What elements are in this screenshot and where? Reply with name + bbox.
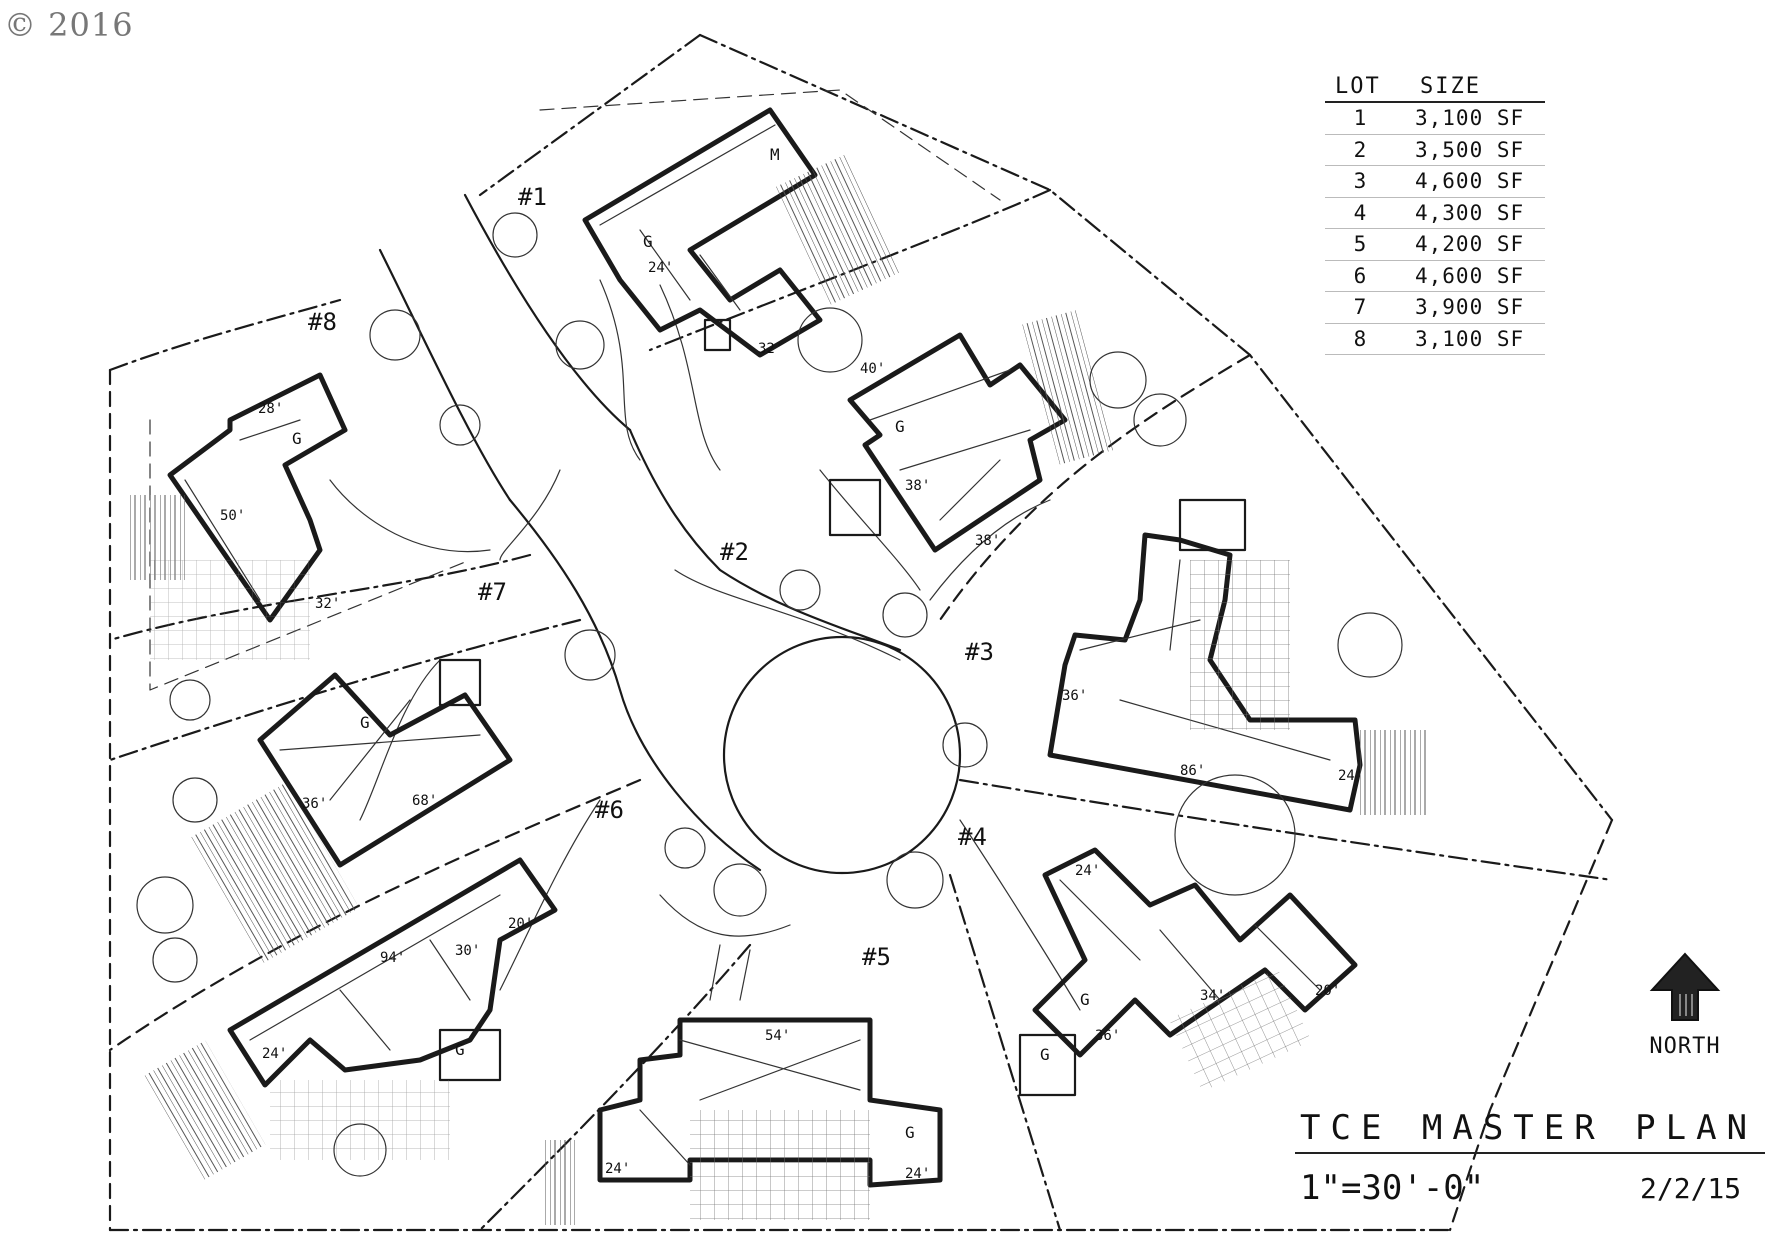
dim-lot3-a: 36' [1062, 688, 1087, 704]
garage-mark-4a: G [1080, 990, 1090, 1009]
lot-table-row: 2 3,500 SF [1325, 135, 1545, 166]
lot-label-7: #7 [478, 578, 507, 606]
lot-size: 3,100 SF [1415, 106, 1525, 130]
dim-lot6-b: 30' [455, 943, 480, 959]
lot-label-4: #4 [958, 823, 987, 851]
lot-number: 1 [1353, 106, 1367, 130]
lot-number: 3 [1353, 169, 1367, 193]
dim-lot7-a: 36' [302, 796, 327, 812]
lot-label-5: #5 [862, 943, 891, 971]
lot-size-table: LOT SIZE 1 3,100 SF 2 3,500 SF 3 4,600 SF 4… [1325, 74, 1545, 355]
lot-column-header: LOT [1335, 74, 1381, 99]
trees [136, 212, 1403, 1177]
plan-title: TCE MASTER PLAN [1300, 1108, 1758, 1148]
lot-number: 7 [1353, 295, 1367, 319]
lot-size: 4,300 SF [1415, 200, 1525, 225]
dim-lot4-d: 20' [1315, 983, 1340, 999]
garage-mark-8: G [292, 429, 302, 448]
dim-lot1-b: 32' [758, 341, 783, 357]
size-column-header: SIZE [1420, 74, 1481, 99]
lot-label-1: #1 [518, 183, 547, 211]
dim-lot8-c: 32' [315, 596, 340, 612]
dim-lot2-c: 38' [975, 533, 1000, 549]
lot-number: 8 [1353, 326, 1367, 351]
lot-table-row: 3 4,600 SF [1325, 166, 1545, 198]
lot-size: 4,200 SF [1415, 232, 1525, 256]
lot-table-row: 4 4,300 SF [1325, 198, 1545, 229]
lot-label-8: #8 [308, 308, 337, 336]
garage-mark-4b: G [1040, 1045, 1050, 1064]
house-lot-6 [144, 857, 558, 1180]
dim-lot4-c: 34' [1200, 988, 1225, 1004]
lot-number-labels: #1 #2 #3 #4 #5 #6 #7 #8 [308, 183, 994, 971]
north-arrow: NORTH [1640, 950, 1730, 1059]
master-mark-1: M [770, 145, 780, 164]
dim-lot5-a: 54' [765, 1028, 790, 1044]
dim-lot6-d: 24' [262, 1046, 287, 1062]
lot-table-row: 1 3,100 SF [1325, 103, 1545, 135]
lot-size: 3,100 SF [1415, 326, 1525, 351]
house-lot-5 [545, 1017, 943, 1225]
house-lot-8 [130, 372, 348, 660]
lot-table-row: 6 4,600 SF [1325, 261, 1545, 292]
lot-label-3: #3 [965, 638, 994, 666]
dim-lot5-c: 24' [905, 1166, 930, 1182]
house-lot-3 [1047, 498, 1430, 815]
lot-size: 4,600 SF [1415, 169, 1525, 193]
lot-number: 5 [1353, 232, 1367, 256]
room-marks: G M G G G G G G G [292, 145, 1090, 1142]
lot-table-header: LOT SIZE [1325, 74, 1545, 103]
garage-mark-5: G [905, 1123, 915, 1142]
north-label: NORTH [1649, 1034, 1721, 1059]
lot-size: 4,600 SF [1415, 263, 1525, 288]
lot-size: 3,500 SF [1415, 137, 1525, 162]
dim-lot3-b: 86' [1180, 763, 1205, 779]
garage-mark-6: G [455, 1040, 465, 1059]
copyright-notice: © 2016 [4, 6, 134, 44]
dim-lot5-b: 24' [605, 1161, 630, 1177]
lot-table-row: 7 3,900 SF [1325, 292, 1545, 324]
plan-date: 2/2/15 [1640, 1172, 1742, 1205]
lot-number: 6 [1353, 263, 1367, 288]
house-lot-2 [828, 310, 1113, 553]
north-arrow-icon [1649, 952, 1721, 1021]
garage-mark-7: G [360, 713, 370, 732]
house-lot-4 [1018, 847, 1358, 1097]
road-and-cul-de-sac [378, 193, 962, 937]
title-underline [1295, 1152, 1765, 1154]
dim-lot4-b: 36' [1095, 1028, 1120, 1044]
dim-lot2-b: 38' [905, 478, 930, 494]
house-lot-7 [191, 658, 513, 963]
dimension-labels: 24' 32' 40' 38' 38' 36' 86' 24' 24' 36' … [220, 260, 1363, 1182]
lot-size: 3,900 SF [1415, 295, 1525, 319]
lot-number: 4 [1353, 200, 1367, 225]
dim-lot1-a: 24' [648, 260, 673, 276]
lot-label-2: #2 [720, 538, 749, 566]
dim-lot6-c: 20' [508, 916, 533, 932]
plan-scale: 1"=30'-0" [1300, 1168, 1485, 1208]
dim-lot2-a: 40' [860, 361, 885, 377]
house-lot-1 [582, 107, 899, 358]
dim-lot4-a: 24' [1075, 863, 1100, 879]
dim-lot3-c: 24' [1338, 768, 1363, 784]
dim-lot7-b: 68' [412, 793, 437, 809]
lot-table-row: 8 3,100 SF [1325, 324, 1545, 355]
dim-lot6-a: 94' [380, 950, 405, 966]
dim-lot8-a: 28' [258, 401, 283, 417]
garage-mark-1: G [643, 232, 653, 251]
garage-mark-2: G [895, 417, 905, 436]
site-boundary [108, 33, 1614, 1232]
dim-lot8-b: 50' [220, 508, 245, 524]
lot-table-row: 5 4,200 SF [1325, 229, 1545, 261]
lot-number: 2 [1353, 137, 1367, 162]
lot-label-6: #6 [595, 796, 624, 824]
